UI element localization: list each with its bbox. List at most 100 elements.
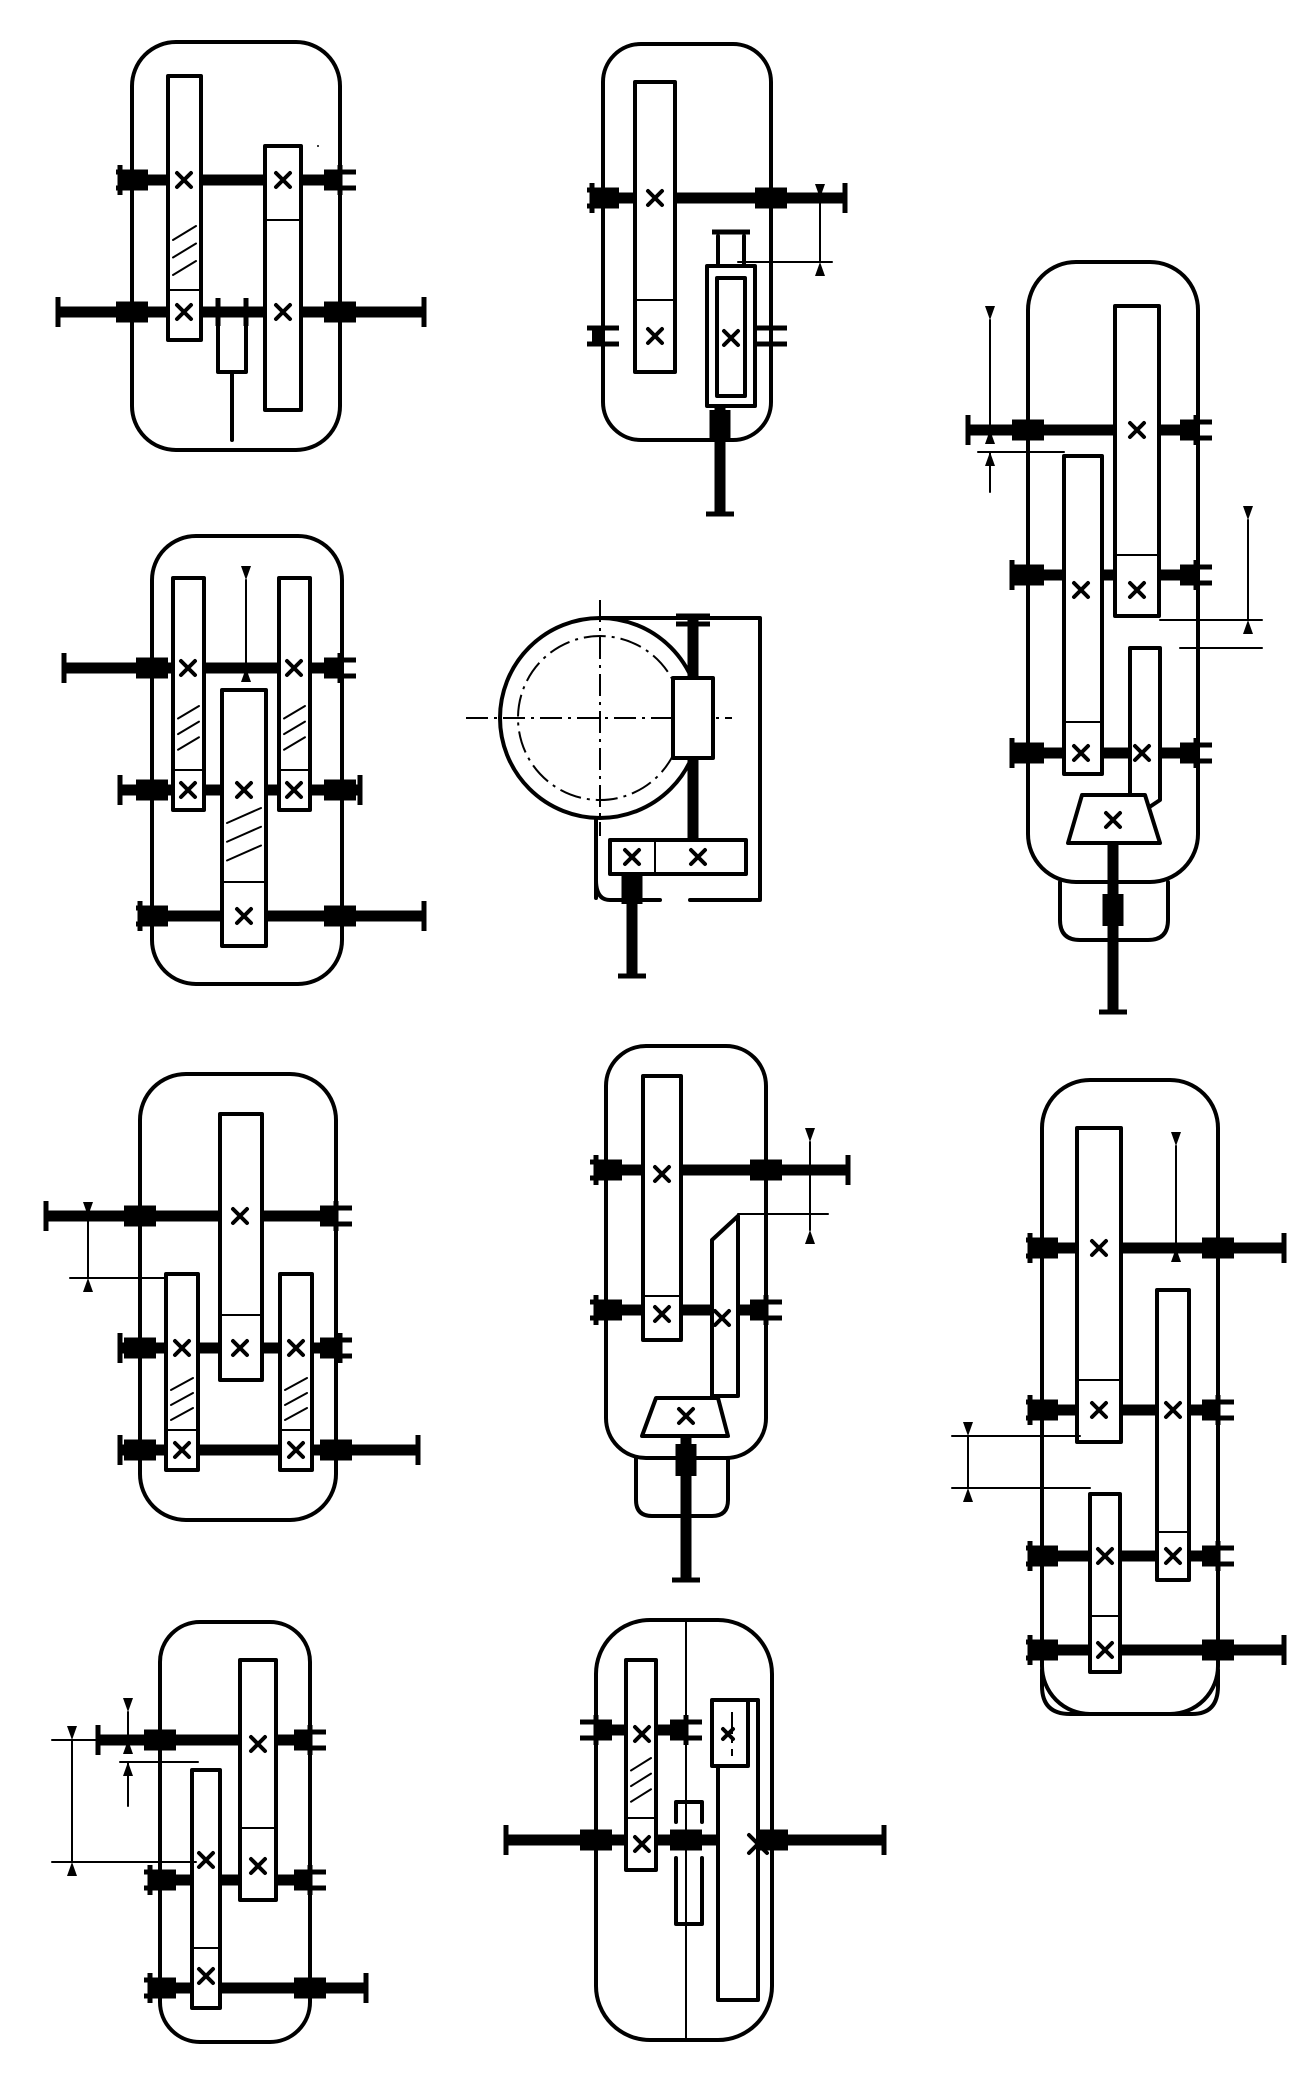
gear-hub — [710, 1698, 750, 1768]
gear-axis-mark — [287, 1441, 305, 1459]
spur-gear — [1113, 304, 1161, 618]
scheme-7-reducer — [590, 1044, 851, 1583]
gear-axis-mark — [1164, 1401, 1182, 1419]
coupling — [215, 298, 249, 442]
bevel-shaft-web — [710, 1214, 740, 1398]
gear-axis-mark — [1128, 421, 1146, 439]
scheme-5-worm-reducer — [466, 600, 762, 979]
helical-gear — [171, 576, 206, 812]
gear-axis-mark — [1096, 1641, 1114, 1659]
spur-gear — [238, 1658, 278, 1902]
housing-outline — [1040, 1078, 1220, 1716]
gear-axis-mark — [249, 1857, 267, 1875]
housing-outline — [1040, 1668, 1220, 1716]
gear-axis-mark — [173, 1441, 191, 1459]
helical-tooth-hatch — [177, 705, 200, 751]
axis-distance-dimension — [805, 1128, 815, 1244]
arrow-head — [985, 306, 995, 320]
arrow-head — [815, 262, 825, 276]
housing-outline — [688, 616, 762, 902]
spur-gear — [218, 1112, 264, 1382]
axis-distance-dimension — [241, 566, 251, 682]
gear-axis-mark — [274, 171, 292, 189]
gear-axis-mark — [1133, 744, 1151, 762]
axis-distance-dimension — [1243, 506, 1253, 634]
arrow-head — [1171, 1132, 1181, 1146]
helical-gear — [164, 1272, 200, 1472]
arrow-head — [83, 1202, 93, 1216]
arrow-head — [123, 1762, 133, 1776]
helical-tooth-hatch — [630, 1757, 652, 1803]
gear-axis-mark — [287, 1339, 305, 1357]
gear-axis-mark — [747, 1833, 769, 1855]
axis-distance-dimension — [67, 1726, 77, 1876]
axis-distance-dimension — [815, 184, 825, 276]
arrow-head — [805, 1230, 815, 1244]
scheme-10-reducer — [503, 1618, 887, 2042]
arrow-head — [83, 1278, 93, 1292]
gear-axis-mark — [623, 848, 641, 866]
ink-dot — [317, 145, 319, 147]
arrow-head — [67, 1726, 77, 1740]
coupling-body — [216, 324, 248, 374]
gear-axis-mark — [1090, 1239, 1108, 1257]
arrow-head — [963, 1422, 973, 1436]
spur-gear — [263, 144, 303, 412]
gear-axis-mark — [1128, 581, 1146, 599]
bevel-shaft-web — [1128, 646, 1162, 822]
gear-axis-mark — [646, 327, 664, 345]
arrow-head — [815, 184, 825, 198]
axis-distance-dimension — [83, 1202, 93, 1292]
arrow-head — [123, 1698, 133, 1712]
spur-gear — [190, 1768, 222, 2010]
housing-outline — [601, 42, 773, 442]
gear-axis-mark — [633, 1725, 651, 1743]
helical-tooth-hatch — [283, 705, 306, 751]
scheme-8-reducer — [951, 1078, 1287, 1716]
scheme-6-reducer — [43, 1072, 421, 1522]
gear-axis-mark — [179, 659, 197, 677]
gear-axis-mark — [197, 1967, 215, 1985]
gear-axis-mark — [689, 848, 707, 866]
housing-outline — [158, 1620, 312, 2044]
arrow-head — [1171, 1248, 1181, 1262]
gear-axis-mark — [179, 781, 197, 799]
gear-axis-mark — [1072, 581, 1090, 599]
arrow-head — [963, 1488, 973, 1502]
coupling-body — [674, 1856, 704, 1926]
axis-distance-dimension — [1171, 1132, 1181, 1262]
gear-axis-mark — [1072, 744, 1090, 762]
spur-gear — [633, 80, 677, 374]
spur-gear — [1075, 1126, 1123, 1444]
scheme-3-reducer — [965, 260, 1263, 1015]
gear-axis-mark — [285, 659, 303, 677]
scheme-4-split-reducer — [61, 534, 427, 986]
gear-axis-mark — [231, 1339, 249, 1357]
gear-axis-mark — [722, 329, 740, 347]
arrow-head — [1243, 620, 1253, 634]
spur-gear — [1155, 1288, 1191, 1582]
gear-axis-mark — [721, 1727, 735, 1741]
arrow-head — [805, 1128, 815, 1142]
axis-distance-dimension — [963, 1422, 973, 1502]
helical-tooth-hatch — [284, 1377, 308, 1421]
arrow-head — [67, 1862, 77, 1876]
helical-tooth-hatch — [170, 1377, 194, 1421]
gear-axis-mark — [713, 1309, 731, 1327]
spur-gear — [1062, 454, 1104, 776]
gear-axis-mark — [173, 1339, 191, 1357]
helical-gear — [278, 1272, 314, 1472]
gear-axis-mark — [235, 781, 253, 799]
gear-axis-mark — [653, 1305, 671, 1323]
gear-axis-mark — [1164, 1547, 1182, 1565]
arrow-head — [985, 430, 995, 444]
arrow-head — [241, 566, 251, 580]
spur-gear — [641, 1074, 683, 1342]
helical-tooth-hatch — [172, 225, 197, 276]
gear-axis-mark — [274, 303, 292, 321]
gear-axis-mark — [231, 1207, 249, 1225]
helical-gear — [220, 688, 268, 948]
worm — [671, 676, 715, 760]
axis-distance-dimension — [985, 306, 995, 444]
